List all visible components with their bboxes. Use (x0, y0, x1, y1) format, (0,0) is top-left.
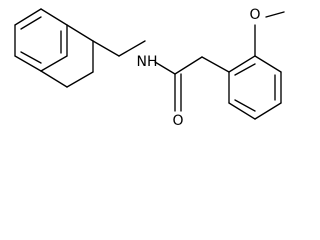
bond (228, 55, 256, 73)
nitrogen-hydrogen-label: NH (137, 54, 158, 70)
bond (154, 61, 176, 75)
bond (66, 71, 94, 88)
bond (254, 55, 282, 73)
amide-chain (92, 40, 230, 112)
bond (40, 70, 68, 88)
tetrahydronaphthalene-ring (14, 8, 94, 88)
bond (40, 8, 68, 26)
molecule-structure-diagram: NH O O (14, 7, 285, 129)
bond (201, 56, 230, 73)
bond (66, 24, 94, 42)
methoxyphenyl-ring (228, 11, 285, 120)
bond (20, 16, 42, 30)
bond (234, 99, 256, 112)
bond (118, 40, 146, 57)
bond (265, 11, 285, 18)
bond (92, 40, 120, 57)
bond (228, 102, 256, 120)
bond (234, 63, 256, 76)
bond (40, 55, 68, 72)
methoxy-oxygen-label: O (249, 7, 260, 23)
carbonyl-oxygen-label: O (172, 113, 183, 129)
bond (174, 56, 203, 75)
bond (14, 8, 42, 26)
bond (14, 55, 42, 72)
bond (254, 102, 282, 120)
bond (20, 51, 42, 64)
